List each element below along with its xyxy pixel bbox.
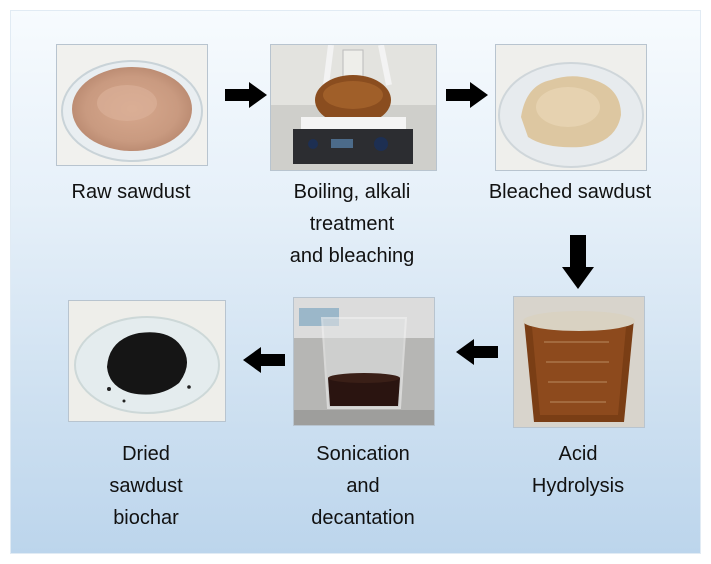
photo-raw-sawdust: [56, 44, 208, 166]
arrow-left-icon: [243, 347, 285, 373]
photo-sonication-beaker: [293, 297, 435, 426]
label-raw-sawdust: Raw sawdust: [71, 181, 191, 203]
photo-dried-biochar: [68, 300, 226, 422]
arrow-down-icon: [562, 235, 594, 289]
arrow-right-icon: [446, 82, 488, 108]
label-acid-hydrolysis: Acid Hydrolysis: [531, 443, 625, 497]
photo-acid-hydrolysis: [513, 296, 645, 428]
label-sonication: Sonication and decantation: [311, 443, 415, 529]
arrow-right-icon: [225, 82, 267, 108]
label-dried-biochar: Dried sawdust biochar: [109, 443, 183, 529]
label-boiling: Boiling, alkali treatment and bleaching: [289, 181, 415, 267]
label-bleached-sawdust: Bleached sawdust: [488, 181, 652, 203]
photo-bleached-sawdust: [495, 44, 647, 171]
photo-boiling-apparatus: [270, 44, 437, 171]
arrow-left-icon: [456, 339, 498, 365]
